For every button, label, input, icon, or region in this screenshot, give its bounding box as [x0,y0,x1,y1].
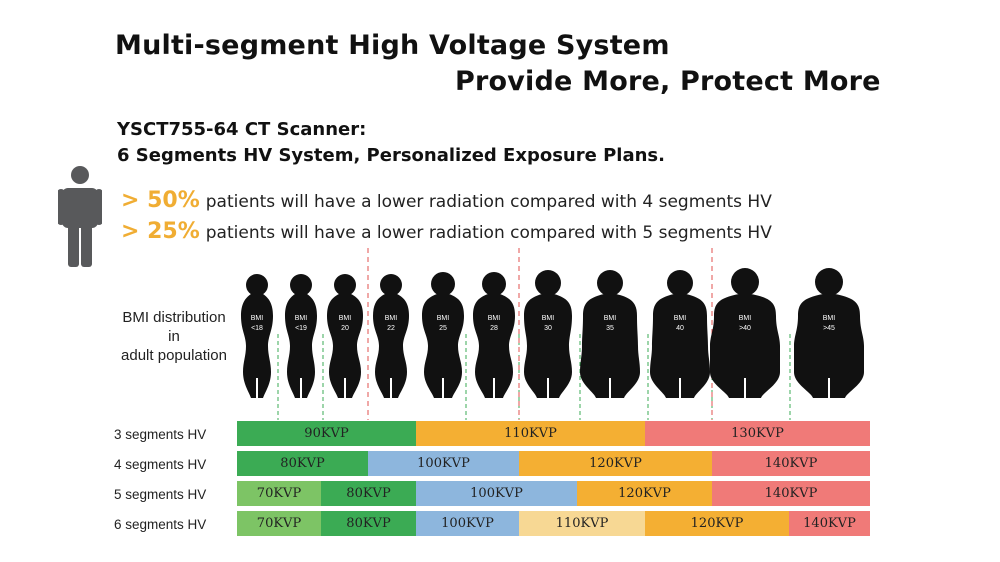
kvp-segment: 90KVP [237,421,416,446]
bmi-figure: BMI 28 [473,272,515,398]
figure-head [431,272,455,296]
stat-5-segments: > 25%patients will have a lower radiatio… [121,219,772,244]
stat-percent: > 25% [121,219,200,244]
bmi-label-line: BMI distribution [122,309,226,326]
figure-bmi-label: BMI [488,315,501,322]
kvp-segment: 140KVP [712,481,870,506]
figure-body [327,294,363,398]
kvp-bar-4-segments: 80KVP 100KVP 120KVP 140KVP [237,451,870,476]
figure-bmi-value: 20 [341,325,349,332]
figure-bmi-label: BMI [339,315,352,322]
figure-bmi-value: >40 [739,325,751,332]
figure-head [246,274,268,296]
figure-body [580,294,640,398]
kvp-segment: 80KVP [237,451,368,476]
kvp-segment: 110KVP [519,511,645,536]
figure-bmi-value: <18 [251,325,263,332]
row-label-4-segments: 4 segments HV [114,457,207,472]
title-line-1: Multi-segment High Voltage System [115,30,670,61]
figure-head [815,268,843,296]
kvp-segment: 130KVP [645,421,870,446]
figure-bmi-label: BMI [739,315,752,322]
figure-bmi-value: 40 [676,325,684,332]
figure-body [373,294,409,398]
figure-body [710,294,780,398]
figure-body [422,294,464,398]
title-line-2: Provide More, Protect More [455,66,881,97]
figure-head [380,274,402,296]
bmi-figure: BMI >45 [794,268,864,398]
figure-bmi-label: BMI [823,315,836,322]
stat-percent: > 50% [121,188,200,213]
kvp-segment: 100KVP [416,481,577,506]
kvp-bar-6-segments: 70KVP 80KVP 100KVP 110KVP 120KVP 140KVP [237,511,870,536]
figure-bmi-label: BMI [251,315,264,322]
kvp-segment: 70KVP [237,511,321,536]
figure-bmi-value: >45 [823,325,835,332]
figure-bmi-value: 28 [490,325,498,332]
figure-body [794,294,864,398]
figure-body [285,294,317,398]
row-label-6-segments: 6 segments HV [114,517,207,532]
stat-text: patients will have a lower radiation com… [205,223,772,243]
figure-body [473,294,515,398]
figure-body [241,294,273,398]
kvp-segment: 140KVP [789,511,870,536]
kvp-segment: 100KVP [368,451,519,476]
figure-bmi-label: BMI [604,315,617,322]
kvp-segment: 120KVP [577,481,712,506]
bmi-label-line: adult population [121,347,227,364]
person-icon [58,166,102,267]
bmi-figure: BMI 20 [327,274,363,398]
figure-bmi-label: BMI [385,315,398,322]
figure-bmi-value: 30 [544,325,552,332]
subtitle-description: 6 Segments HV System, Personalized Expos… [117,145,665,166]
figure-bmi-value: <19 [295,325,307,332]
bmi-label-line: in [168,328,180,345]
kvp-bar-3-segments: 90KVP 110KVP 130KVP [237,421,870,446]
figure-head [482,272,506,296]
bmi-silhouettes: BMI<18BMI<19BMI20BMI22BMI25BMI28BMI30BMI… [241,248,864,420]
bmi-distribution-label: BMI distribution in adult population [113,308,235,365]
bmi-figure: BMI 25 [422,272,464,398]
figure-head [290,274,312,296]
kvp-segment: 110KVP [416,421,645,446]
kvp-segment: 70KVP [237,481,321,506]
figure-head [334,274,356,296]
figure-head [597,270,623,296]
kvp-segment: 140KVP [712,451,870,476]
bmi-figure: BMI 35 [580,270,640,398]
row-label-3-segments: 3 segments HV [114,427,207,442]
bmi-figure: BMI 30 [524,270,572,398]
kvp-segment: 80KVP [321,511,416,536]
figure-head [667,270,693,296]
figure-bmi-label: BMI [542,315,555,322]
figure-bmi-label: BMI [295,315,308,322]
bmi-figure: BMI >40 [710,268,780,398]
figure-bmi-label: BMI [437,315,450,322]
kvp-segment: 120KVP [645,511,789,536]
stat-text: patients will have a lower radiation com… [205,192,772,212]
bmi-figure: BMI 40 [650,270,710,398]
figure-head [731,268,759,296]
bmi-figure: BMI <18 [241,274,273,398]
stat-4-segments: > 50%patients will have a lower radiatio… [121,188,772,213]
figure-head [535,270,561,296]
kvp-bar-5-segments: 70KVP 80KVP 100KVP 120KVP 140KVP [237,481,870,506]
kvp-segment: 120KVP [519,451,712,476]
subtitle-product: YSCT755-64 CT Scanner: [117,119,367,140]
row-label-5-segments: 5 segments HV [114,487,207,502]
figure-body [650,294,710,398]
kvp-segment: 100KVP [416,511,519,536]
kvp-segment: 80KVP [321,481,416,506]
figure-bmi-value: 22 [387,325,395,332]
bmi-figure: BMI 22 [373,274,409,398]
figure-bmi-value: 35 [606,325,614,332]
figure-bmi-label: BMI [674,315,687,322]
figure-body [524,294,572,398]
figure-bmi-value: 25 [439,325,447,332]
bmi-figure: BMI <19 [285,274,317,398]
